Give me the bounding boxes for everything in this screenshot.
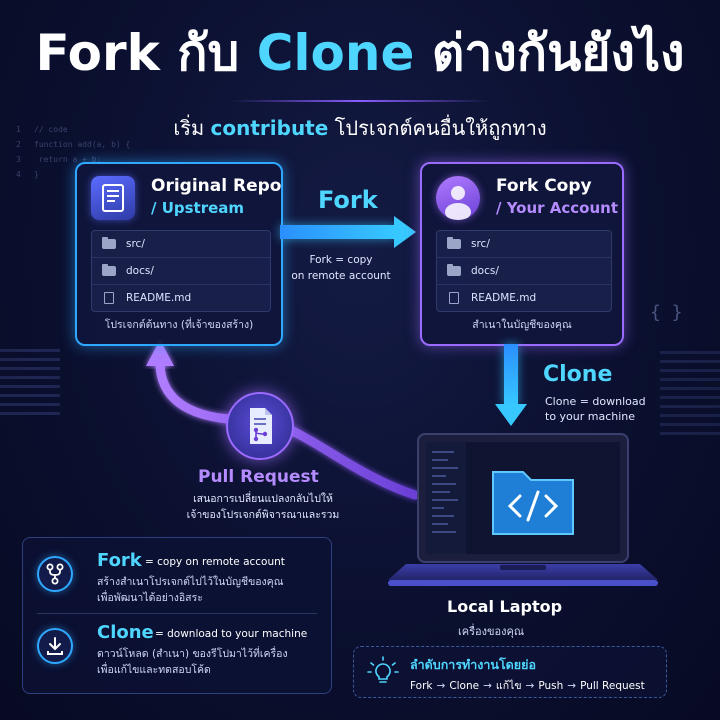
file-list: src/ docs/ README.md — [91, 230, 271, 312]
folder-icon — [102, 264, 116, 276]
fork-copy-card: Fork Copy / Your Account src/ docs/ READ… — [420, 162, 624, 346]
card-subtitle: / Upstream — [151, 199, 245, 217]
file-row[interactable]: docs/ — [437, 258, 611, 285]
clone-arrow-label: Clone — [543, 362, 613, 387]
pull-request-icon — [226, 392, 294, 460]
fork-icon — [37, 556, 73, 592]
lightbulb-icon — [367, 656, 399, 683]
brace-decoration: { } — [650, 302, 683, 323]
glossary-panel: Fork = copy on remote account สร้างสำเนา… — [22, 537, 332, 694]
stripe-decoration-left — [0, 345, 60, 415]
fork-arrow — [280, 225, 396, 239]
clone-arrow-description: Clone = download to your machine — [545, 395, 646, 423]
clone-arrow — [504, 344, 518, 406]
stripe-decoration-right — [660, 345, 720, 435]
card-subtitle: / Your Account — [496, 199, 619, 217]
arrow-right-icon: → — [483, 680, 492, 692]
glossary-description-fork: สร้างสำเนาโปรเจกต์ไปไว้ในบัญชีของคุณ เพื… — [97, 576, 284, 604]
card-caption: สำเนาในบัญชีของคุณ — [472, 319, 572, 331]
repository-icon — [91, 176, 135, 220]
clone-arrow-head — [495, 404, 527, 426]
glossary-divider — [37, 613, 317, 614]
card-title: Fork Copy — [496, 176, 592, 196]
arrow-right-icon: → — [436, 680, 446, 692]
workflow-step: Fork — [410, 680, 433, 692]
glossary-description-clone: ดาวน์โหลด (สำเนา) ของรีโปมาไว้ที่เครื่อง… — [97, 648, 288, 676]
fork-arrow-label: Fork — [318, 186, 378, 214]
user-avatar-icon — [436, 176, 480, 220]
laptop-sublabel: เครื่องของคุณ — [458, 625, 525, 638]
card-caption: โปรเจกต์ต้นทาง (ที่เจ้าของสร้าง) — [104, 319, 254, 331]
pull-request-description: เสนอการเปลี่ยนแปลงกลับไปให้ เจ้าของโปรเจ… — [186, 493, 340, 521]
glossary-definition-fork: = copy on remote account — [145, 556, 285, 568]
download-icon — [37, 628, 73, 664]
pull-request-label: Pull Request — [198, 467, 319, 487]
file-row[interactable]: src/ — [92, 231, 270, 258]
workflow-step: แก้ไข — [495, 680, 522, 692]
glossary-definition-clone: = download to your machine — [155, 628, 308, 640]
laptop-label: Local Laptop — [447, 597, 563, 616]
file-row[interactable]: README.md — [437, 285, 611, 311]
glossary-term-clone: Clone — [97, 622, 154, 643]
laptop-icon — [388, 433, 658, 586]
page-subtitle: เริ่ม contribute โปรเจกต์คนอื่นให้ถูกทาง — [173, 116, 547, 140]
folder-icon — [447, 264, 461, 276]
folder-icon — [447, 237, 461, 249]
file-row[interactable]: README.md — [92, 285, 270, 311]
fork-arrow-head — [394, 216, 416, 248]
workflow-title: ลำดับการทำงานโดยย่อ — [410, 657, 536, 672]
workflow-step: Push — [538, 680, 564, 692]
workflow-step: Pull Request — [580, 680, 645, 692]
workflow-step: Clone — [449, 680, 480, 692]
file-list: src/ docs/ README.md — [436, 230, 612, 312]
arrow-right-icon: → — [525, 680, 535, 692]
page-title: Fork กับ Clone ต่างกันยังไง — [35, 24, 685, 82]
document-icon — [449, 292, 459, 304]
document-icon — [104, 292, 114, 304]
file-row[interactable]: src/ — [437, 231, 611, 258]
arrow-right-icon: → — [567, 680, 577, 692]
card-title: Original Repo — [151, 176, 282, 196]
glossary-term-fork: Fork — [97, 550, 142, 571]
workflow-summary: ลำดับการทำงานโดยย่อ Fork→Clone→แก้ไข→Pus… — [353, 646, 667, 698]
folder-icon — [102, 237, 116, 249]
file-row[interactable]: docs/ — [92, 258, 270, 285]
original-repo-card: Original Repo / Upstream src/ docs/ READ… — [75, 162, 283, 346]
title-underline — [230, 100, 490, 102]
fork-arrow-description: Fork = copy on remote account — [291, 254, 391, 282]
workflow-steps: Fork→Clone→แก้ไข→Push→Pull Request — [410, 677, 645, 694]
